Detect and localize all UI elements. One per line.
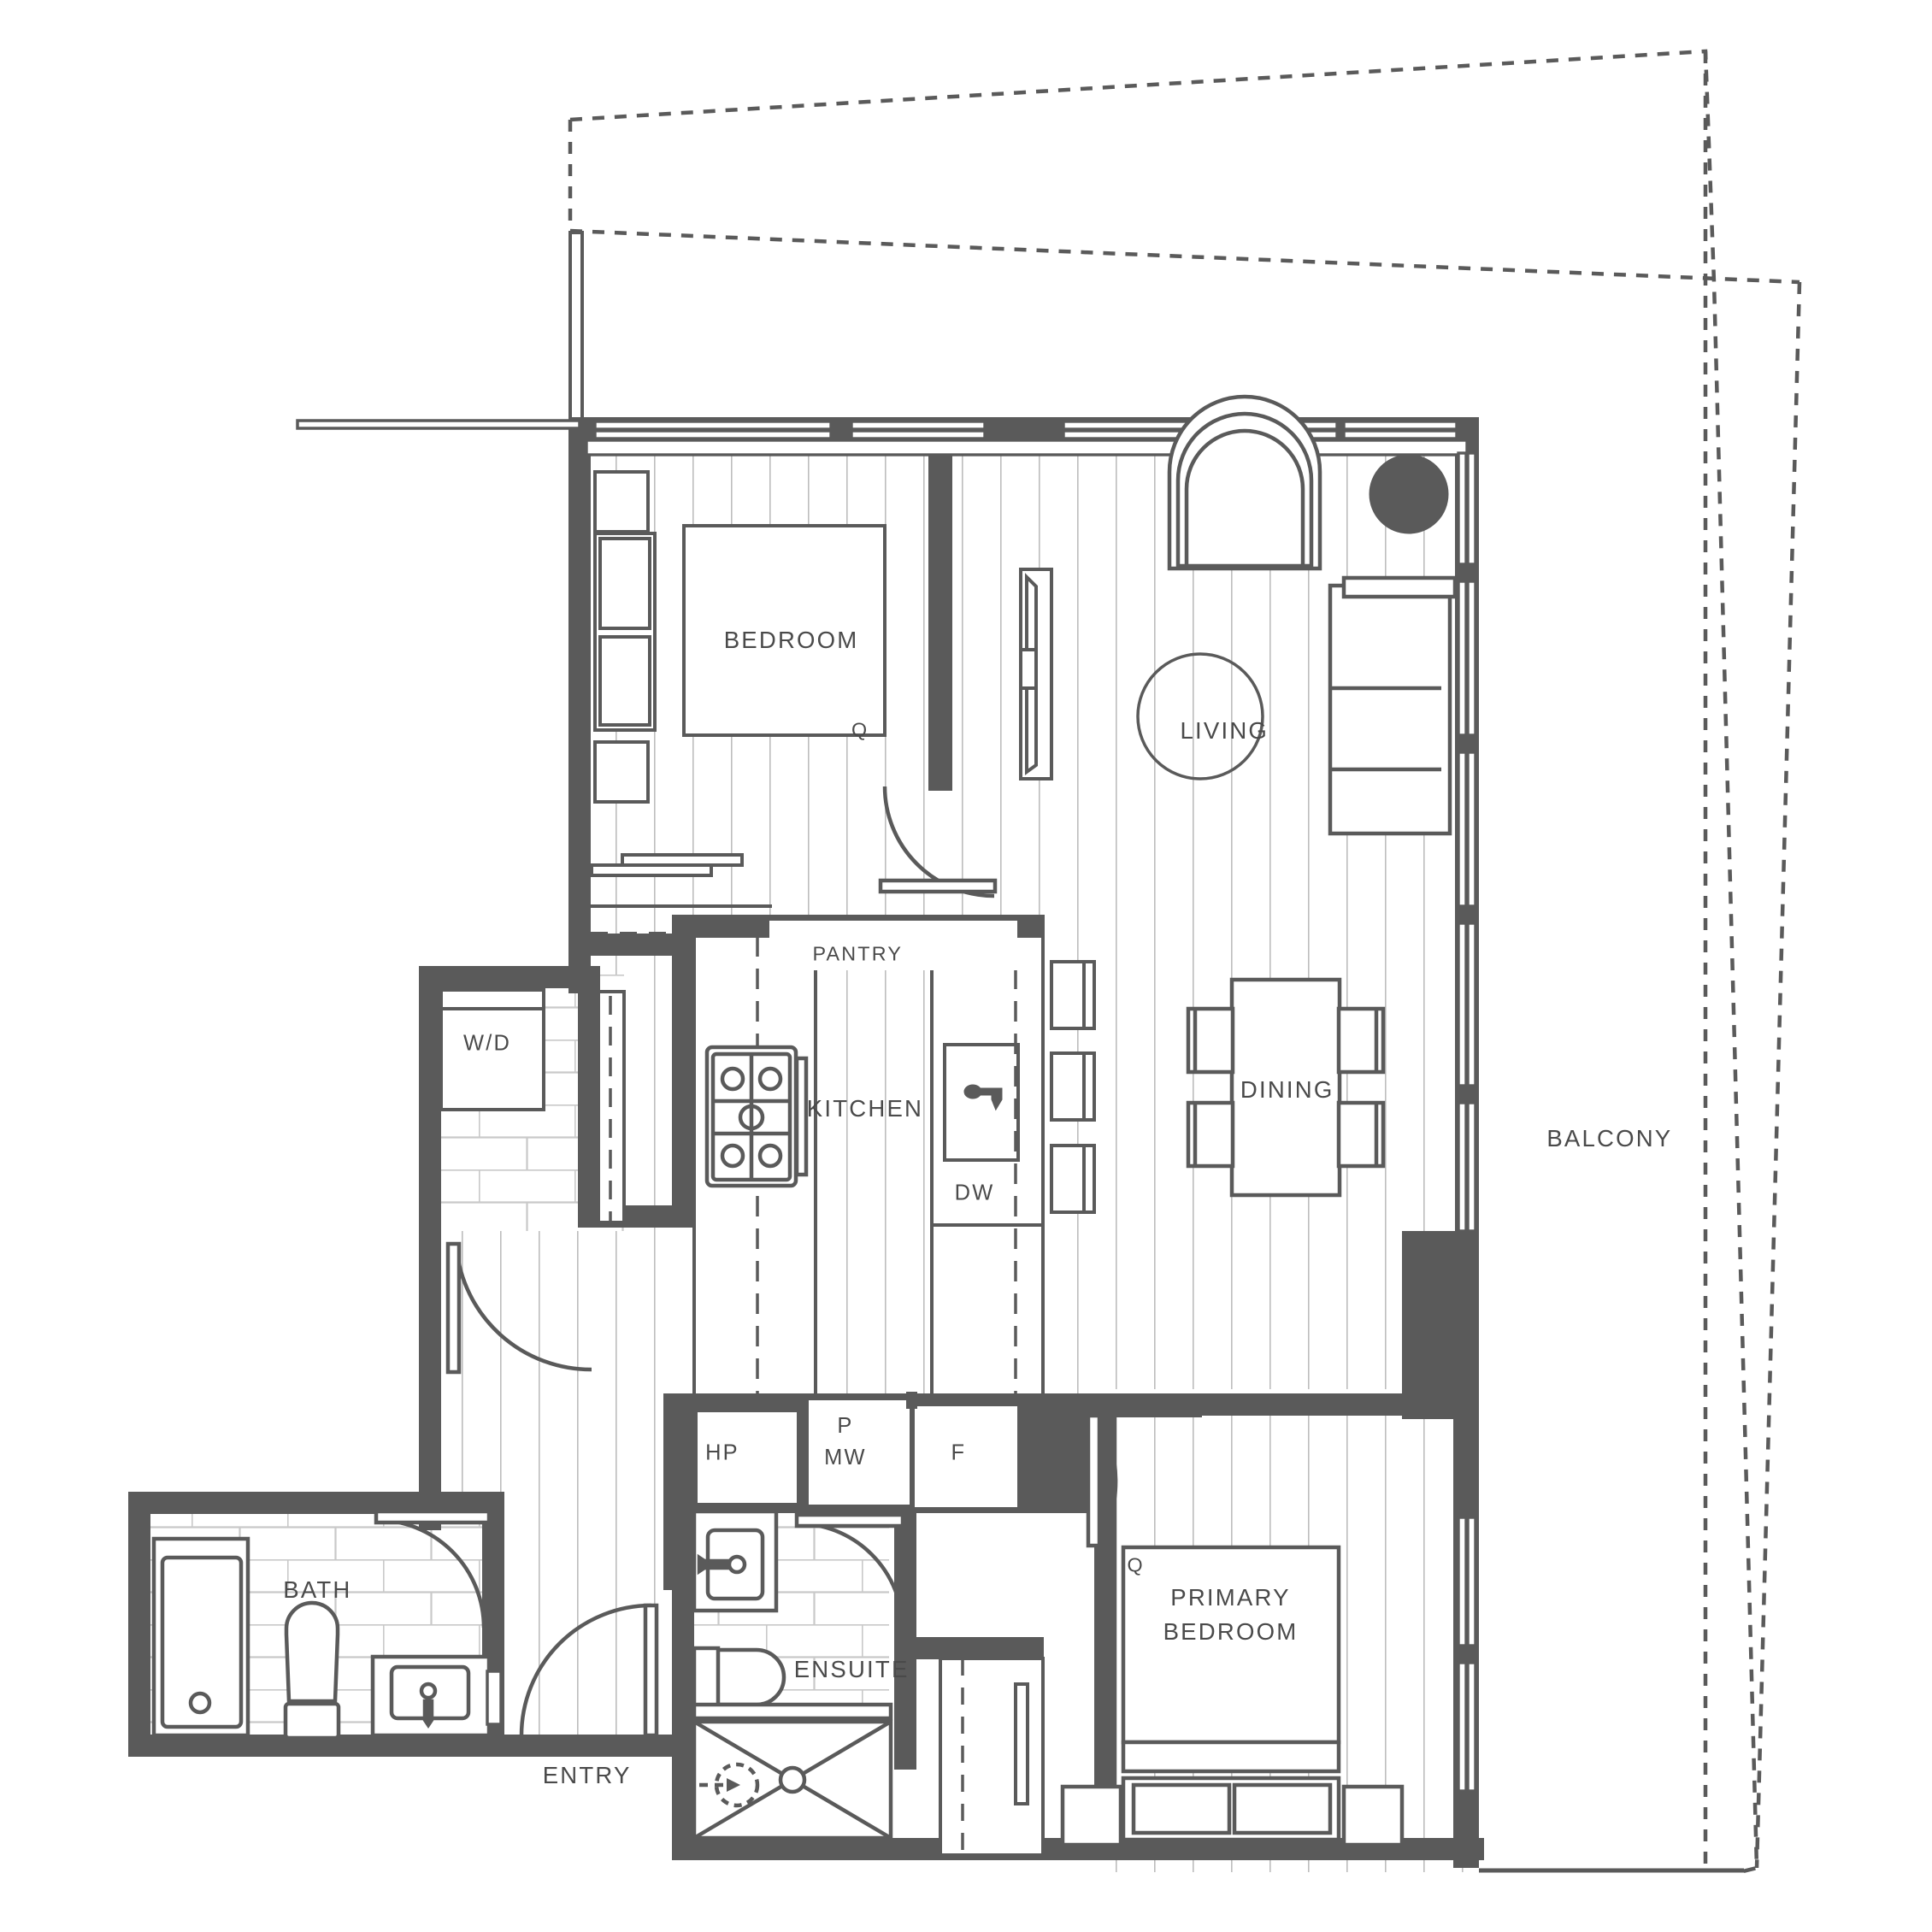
- room-label-balcony: BALCONY: [1546, 1124, 1673, 1152]
- bath-door: [374, 1509, 492, 1629]
- appliance-label-washer-dryer: W/D: [463, 1031, 512, 1056]
- kitchen-sink: [943, 1043, 1020, 1162]
- dining-chairs: [1186, 1006, 1386, 1169]
- toilet: [283, 1600, 341, 1741]
- kitchen: [692, 934, 1096, 1404]
- pantry-box: [769, 921, 1017, 970]
- bedroom-wardrobe: [1019, 568, 1053, 780]
- room-label-pantry: PANTRY: [812, 942, 904, 965]
- sink-faucet: [963, 1084, 1003, 1111]
- primary-bed-queen: [1121, 1545, 1341, 1745]
- appliance-wall: [672, 1392, 1099, 1513]
- bed-queen: [682, 524, 886, 737]
- room-label-ensuite: ENSUITE: [793, 1656, 910, 1683]
- room-label-dining: DINING: [1240, 1076, 1334, 1104]
- shower: [684, 1702, 893, 1841]
- living-label-circle: [1136, 652, 1264, 780]
- entry-door: [519, 1603, 659, 1738]
- bed-size-tag-bedroom: Q: [851, 718, 869, 741]
- primary-nightstand-right: [1341, 1784, 1405, 1847]
- appliance-label-dishwasher: DW: [954, 1181, 995, 1205]
- ensuite-hall-door: [1086, 1413, 1118, 1548]
- bar-stools: [1050, 960, 1096, 1214]
- room-label-living: LIVING: [1180, 717, 1269, 745]
- upper-left-exterior-fin: [568, 231, 584, 421]
- primary-nightstand-left: [1060, 1784, 1123, 1847]
- room-label-bedroom: BEDROOM: [723, 626, 859, 653]
- ensuite-fixtures: [684, 1509, 893, 1841]
- laundry: [439, 988, 626, 1224]
- fridge-box: [915, 1406, 1017, 1507]
- cooktop: [704, 1045, 809, 1188]
- heat-pump-box: [698, 1412, 797, 1503]
- bedroom-door: [878, 786, 998, 898]
- appliance-label-fridge: F: [951, 1440, 967, 1465]
- windows-right-exterior: [1457, 451, 1477, 1793]
- bath-vanity: [370, 1654, 492, 1738]
- dining-furniture: [1186, 977, 1386, 1198]
- ensuite-door: [794, 1512, 905, 1630]
- kitchen-island: [930, 934, 1045, 1404]
- primary-bedroom-furniture: [1060, 1545, 1405, 1847]
- bath-fixtures: [151, 1536, 492, 1741]
- bath-window: [486, 1670, 503, 1726]
- bedroom-closet-rod: [590, 853, 744, 877]
- bed-size-tag-primary: Q: [1127, 1553, 1145, 1576]
- room-label-kitchen: KITCHEN: [806, 1094, 924, 1122]
- sofa: [1328, 575, 1458, 836]
- appliance-label-heat-pump: HP: [705, 1440, 739, 1465]
- armchair: [1167, 394, 1322, 571]
- side-table: [1369, 454, 1449, 534]
- room-label-entry: ENTRY: [542, 1762, 632, 1789]
- balcony-outline-dashed: [568, 49, 1802, 1875]
- nightstand: [593, 470, 650, 533]
- dining-table: [1229, 977, 1342, 1198]
- bedroom-closet-outline: [591, 904, 772, 935]
- laundry-door: [445, 1241, 592, 1375]
- partition-accents: [1099, 1231, 1479, 1419]
- windows-top: [296, 419, 581, 430]
- room-label-bath: BATH: [283, 1576, 352, 1603]
- living-furniture: [1167, 394, 1458, 836]
- bedroom-furniture: [593, 470, 886, 804]
- hall-closet: [939, 1657, 1045, 1857]
- ensuite-toilet: [692, 1646, 786, 1709]
- panel-microwave-box: [809, 1400, 910, 1505]
